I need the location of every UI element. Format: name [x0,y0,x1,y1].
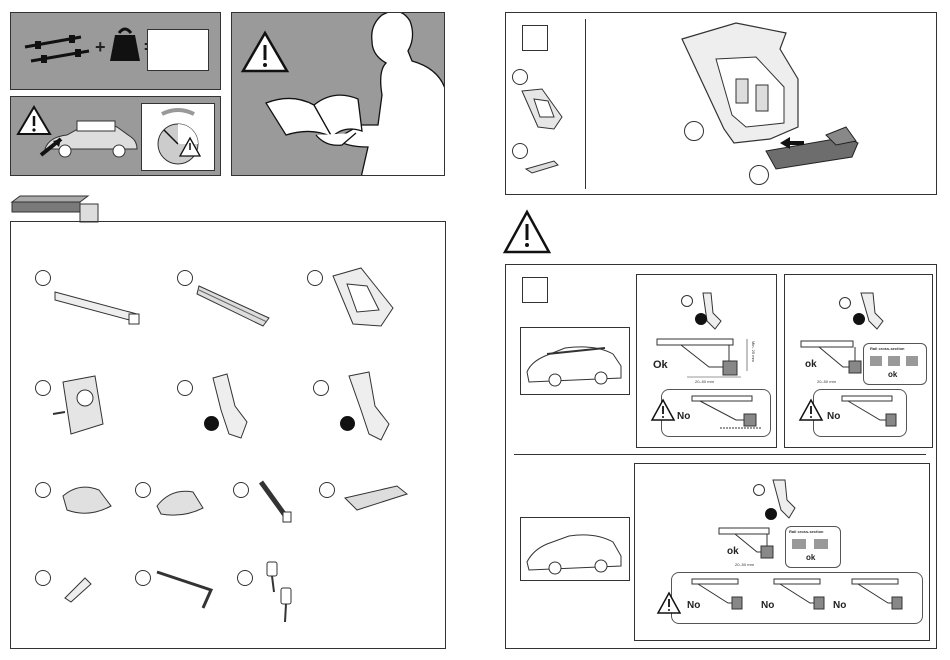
dimension-label: 20–50 mm [695,379,714,384]
incorrect-fit-box [671,572,923,624]
callout-circle [135,482,151,498]
callout-circle [681,295,693,307]
bracket-part-icon [699,291,723,331]
loading-warning-panel [10,96,221,176]
callout-circle [839,297,851,309]
clamp-part-icon [153,484,209,520]
clamp-part-icon [59,484,115,520]
parts-list-panel [10,221,446,649]
marker-dot [204,416,219,431]
ok-label: ok [806,553,815,562]
callout-circle [753,484,765,496]
callout-circle [177,270,193,286]
pad-part-icon [343,484,409,516]
hex-key-part-icon [155,568,219,612]
callout-circle [237,570,253,586]
lock-cylinder-part-icon [61,572,95,604]
callout-circle [313,380,329,396]
callout-circle [35,270,51,286]
load-weight-panel: + = [10,12,221,90]
rail-cross-section-label: Rail cross-section [870,346,904,351]
bracket-part-icon [343,370,393,442]
rail-fit-no-diagram [690,577,750,617]
car-raised-rail-box [520,327,630,395]
plus-sign: + [95,37,106,58]
dimension-label: 20–50 mm [735,562,754,567]
rail-fit-no-diagram [840,394,904,432]
car-icon [39,111,139,161]
fitting-instructions-panel: Ok 20–50 mm Min. 25 mm No [505,264,937,649]
foot-part-small-icon [518,87,564,131]
keys-part-icon [261,556,301,626]
pad-part-small-icon [524,157,560,175]
marker-dot [695,313,707,325]
bolt-part-icon [257,478,293,524]
end-cap-part-icon [49,374,109,440]
rail-cross-section-label: Rail cross-section [789,529,823,534]
ok-label: ok [888,370,897,379]
rail-profile-icon [792,537,836,551]
callout-circle [35,570,51,586]
car-flush-rail-box [520,517,630,581]
rail-fit-no-diagram [690,394,768,432]
callout-circle [177,380,193,396]
bracket-part-icon [207,372,253,442]
ok-label: ok [805,359,817,370]
warning-triangle-icon [651,399,675,421]
speed-gauge-box [141,103,215,171]
rubber-strip-part-icon [195,282,275,330]
max-load-box [147,29,209,71]
rail-fit-detail-b: ok 20–50 mm Rail cross-section ok No [784,274,933,448]
callout-circle [749,165,769,185]
rail-cross-section-box: Rail cross-section ok [785,526,841,568]
no-label: No [833,600,846,611]
rail-fit-no-diagram [850,577,910,617]
rail-fit-detail-a: Ok 20–50 mm Min. 25 mm No [636,274,777,448]
divider-line [585,19,586,189]
no-label: No [677,411,690,422]
callout-circle [233,482,249,498]
person-reading-manual-icon [262,12,445,176]
no-label: No [827,411,840,422]
callout-circle [512,69,528,85]
dimension-label: Min. 25 mm [751,341,756,362]
warning-triangle-icon [503,210,551,254]
marker-dot [765,508,777,520]
divider-line [514,454,926,455]
foot-assembly-panel [505,12,937,195]
foot-part-icon [327,266,399,330]
car-icon [525,342,625,386]
car-icon [525,530,625,574]
bracket-part-icon [857,291,885,331]
warning-triangle-icon [799,399,823,421]
no-label: No [761,600,774,611]
callout-circle [35,482,51,498]
step-number-box [522,277,548,303]
ok-label: ok [727,546,739,557]
step-number-box [522,25,548,51]
rail-fit-detail-c: ok 20–50 mm Rail cross-section ok [634,463,930,641]
ok-label: Ok [653,359,668,371]
callout-circle [319,482,335,498]
marker-dot [853,313,865,325]
read-instructions-panel [231,12,445,176]
marker-dot [340,416,355,431]
callout-circle [307,270,323,286]
callout-circle [684,121,704,141]
rail-fit-ok-diagram [717,526,777,566]
weight-icon [109,25,141,63]
roof-bar-icon [23,31,93,67]
callout-circle [135,570,151,586]
no-label: No [687,600,700,611]
roof-bar-part-icon [53,286,143,326]
rail-profile-icon [870,354,922,368]
rail-cross-section-box: Rail cross-section ok [863,343,927,385]
rail-fit-no-diagram [772,577,832,617]
foot-assembly-illustration [676,19,886,169]
dimension-label: 20–50 mm [817,379,836,384]
warning-triangle-icon [657,592,681,614]
gauge-icon [148,106,208,166]
